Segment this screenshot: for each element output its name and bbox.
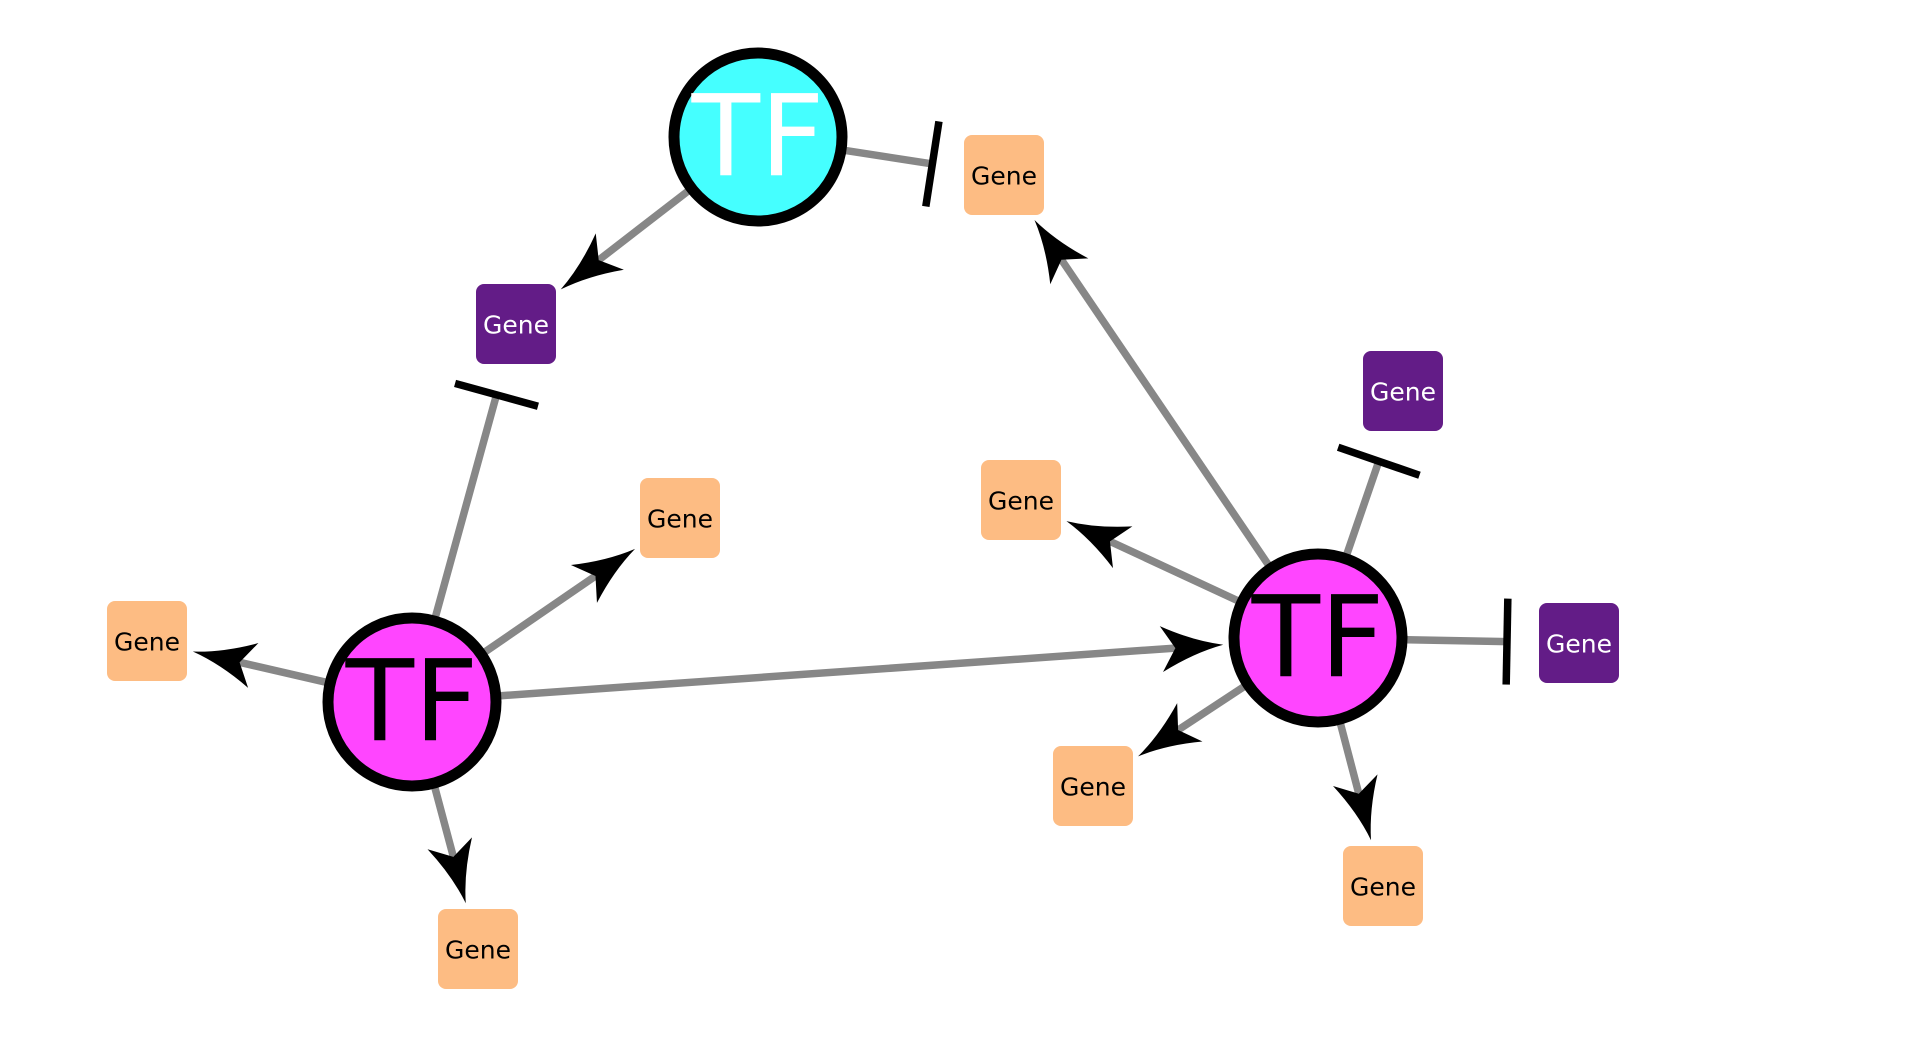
inhibition-bar-icon [454,379,539,410]
edge-tf_right-to-gene_bottom_center_right [1138,683,1246,757]
arrowhead-icon [192,643,259,688]
edge-line [845,146,933,168]
gene-box [1053,746,1133,826]
gene-label: Gene [445,936,511,965]
edge-line [238,658,327,686]
arrowhead-icon [1333,774,1378,841]
gene-box [1343,846,1423,926]
arrowhead-icon [1138,703,1203,757]
tf-circle [1228,548,1408,728]
gene-box [438,909,518,989]
gene-box [1539,603,1619,683]
edge-tf_right-to-gene_center_right [1066,521,1239,604]
gene-node-center-left: Gene [640,478,720,558]
edge-tf_right-to-gene_right_upper_purple [1336,443,1421,556]
edge-tf_left-to-gene_far_left [192,643,327,688]
gene-box [981,460,1061,540]
gene-label: Gene [1546,630,1612,659]
gene-node-top-right: Gene [964,135,1044,215]
edge-line [1176,683,1246,734]
edge-line [431,393,501,618]
gene-box [107,601,187,681]
edge-tf_left-to-gene_bottom_left [427,787,472,904]
edge-line [483,572,598,655]
edge-line [596,188,690,264]
edge-tf_top-to-gene_top_right [845,120,943,208]
gene-label: Gene [1060,773,1126,802]
edge-tf_right-to-gene_right_purple [1406,598,1512,685]
gene-node-bottom-center-right: Gene [1053,746,1133,826]
edge-tf_left-to-gene_center_left [483,548,636,655]
arrowhead-icon [1034,219,1089,285]
edge-line [1058,257,1272,567]
tf-label: TF [691,72,825,202]
edge-line [1343,460,1383,556]
gene-label: Gene [1350,873,1416,902]
tf-node-right: TF [1228,548,1408,728]
edge-line [1108,537,1239,604]
inhibition-bar-icon [922,120,943,208]
inhibition-bar-icon [1336,443,1421,479]
gene-box [476,284,556,364]
tf-node-top: TF [668,47,848,227]
edge-tf_left-to-tf_right [500,626,1224,700]
tf-circle [668,47,848,227]
arrowhead-icon [1066,521,1133,569]
gene-box [1363,351,1443,431]
arrowhead-icon [570,548,636,603]
tf-circle [322,612,502,792]
gene-node-top-left-purple: Gene [476,284,556,364]
edges-layer [192,120,1512,904]
arrowhead-icon [427,837,472,904]
gene-node-bottom-left: Gene [438,909,518,989]
gene-node-bottom-right: Gene [1343,846,1423,926]
tf-label: TF [345,637,479,767]
edge-tf_right-to-gene_bottom_right [1333,723,1378,841]
gene-label: Gene [114,628,180,657]
gene-node-right-upper-purple: Gene [1363,351,1443,431]
gene-node-center-right: Gene [981,460,1061,540]
edge-line [431,787,457,858]
gene-label: Gene [483,311,549,340]
edge-tf_right-to-gene_top_right [1034,219,1272,567]
arrowhead-icon [1159,626,1224,673]
edge-line [1336,723,1363,795]
gene-box [640,478,720,558]
tf-node-left: TF [322,612,502,792]
edge-tf_left-to-gene_top_left_purple [431,379,539,618]
edge-tf_top-to-gene_top_left_purple [560,188,690,290]
arrowhead-icon [560,233,624,290]
gene-label: Gene [988,487,1054,516]
inhibition-bar-icon [1502,598,1512,685]
edge-line [500,644,1176,700]
gene-box [964,135,1044,215]
gene-label: Gene [647,505,713,534]
tf-label: TF [1251,573,1385,703]
gene-node-right-purple: Gene [1539,603,1619,683]
gene-label: Gene [971,162,1037,191]
gene-label: Gene [1370,378,1436,407]
gene-node-far-left: Gene [107,601,187,681]
edge-line [1406,635,1508,646]
